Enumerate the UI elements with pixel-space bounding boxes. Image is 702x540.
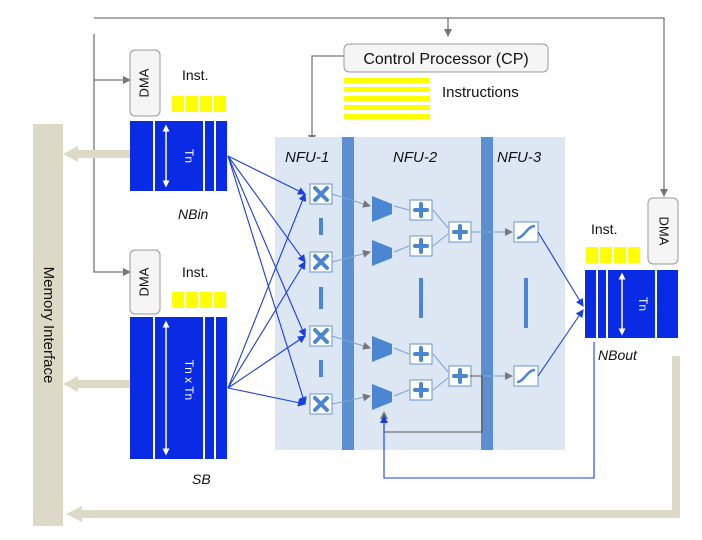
nbout-block: DMA Inst. Tn NBout	[585, 197, 679, 363]
feedback-wires	[380, 342, 595, 479]
nbout-inst-queue	[586, 247, 640, 263]
nbout-label: NBout	[598, 347, 638, 363]
ellipsis-bar	[319, 287, 323, 309]
sb-inst-queue	[172, 292, 226, 308]
nfu1-nfu2-divider	[342, 137, 354, 450]
nbin-buffer: Tn	[130, 121, 227, 191]
nfu3-label: NFU-3	[497, 149, 542, 166]
nfu1-label: NFU-1	[285, 149, 329, 166]
ellipsis-bar	[524, 278, 528, 328]
sb-label: SB	[192, 471, 211, 487]
nbout-tn-label: Tn	[636, 297, 650, 311]
multiplier-icon	[309, 251, 333, 273]
sigmoid-icon	[513, 365, 539, 387]
output-wires	[537, 231, 584, 377]
adder-icon	[448, 221, 472, 243]
sb-tn-x-tn-label: Tn x Tn	[182, 360, 196, 400]
mux-icon	[372, 196, 392, 222]
adder-icon	[409, 199, 433, 221]
ellipsis-bar	[319, 218, 323, 235]
sigmoid-icon	[513, 221, 539, 243]
adder-icon	[448, 365, 472, 387]
sb-buffer: Tn x Tn	[130, 317, 227, 459]
multiplier-icon	[309, 393, 333, 415]
control-processor: Control Processor (CP)	[343, 43, 549, 73]
multiplier-icon	[309, 325, 333, 347]
nfu2-label: NFU-2	[393, 149, 438, 166]
nbout-dma-box	[647, 197, 679, 265]
nbin-dma-box	[129, 49, 161, 117]
adder-icon	[409, 343, 433, 365]
nfu2-nfu3-divider	[481, 137, 493, 450]
multiplier-icon	[309, 183, 333, 205]
nbout-inst-label: Inst.	[591, 221, 617, 237]
sb-dma-label: DMA	[136, 267, 151, 296]
nbin-inst-queue	[172, 96, 226, 112]
ellipsis-bar	[319, 360, 323, 377]
instructions-stack: Instructions	[344, 78, 519, 119]
nbin-label: NBin	[178, 206, 209, 222]
crossbar-wires	[227, 155, 307, 407]
nbout-dma-label: DMA	[657, 217, 672, 246]
nbout-buffer: Tn	[585, 270, 678, 338]
nfu1-multipliers	[309, 183, 333, 415]
sb-block: DMA Inst. Tn x Tn SB	[129, 249, 227, 487]
instructions-label: Instructions	[442, 84, 519, 101]
adder-icon	[409, 235, 433, 257]
adder-icon	[409, 379, 433, 401]
memory-to-sb-connector	[63, 376, 130, 392]
control-processor-label: Control Processor (CP)	[363, 51, 528, 68]
nbin-tn-label: Tn	[182, 149, 196, 163]
ellipsis-bar	[419, 278, 423, 318]
nfu2-adders	[372, 196, 472, 410]
nbin-block: DMA Inst. Tn NBin	[129, 49, 227, 222]
mux-icon	[372, 336, 392, 362]
nbin-dma-label: DMA	[136, 68, 151, 97]
memory-interface-label: Memory Interface	[40, 267, 57, 384]
sb-inst-label: Inst.	[182, 264, 208, 280]
sb-dma-box	[129, 249, 161, 315]
nbin-inst-label: Inst.	[182, 67, 208, 83]
mux-icon	[372, 384, 392, 410]
memory-interface: Memory Interface	[33, 124, 680, 526]
memory-to-nbin-connector	[63, 146, 130, 162]
control-wires	[93, 17, 668, 276]
mux-icon	[372, 240, 392, 266]
